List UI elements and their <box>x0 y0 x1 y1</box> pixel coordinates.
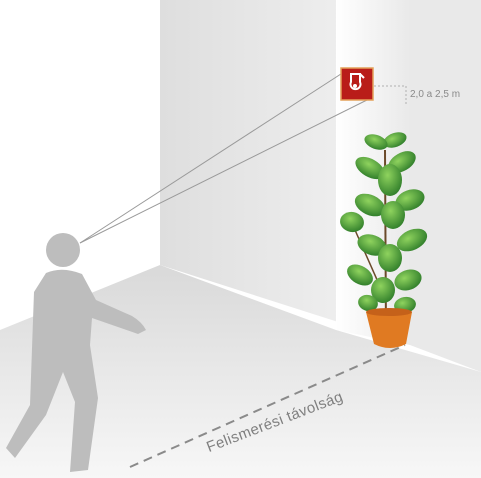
mounting-height-label: 2,0 a 2,5 m <box>410 90 460 100</box>
fire-hose-sign <box>341 68 373 100</box>
side-wall <box>410 0 481 372</box>
